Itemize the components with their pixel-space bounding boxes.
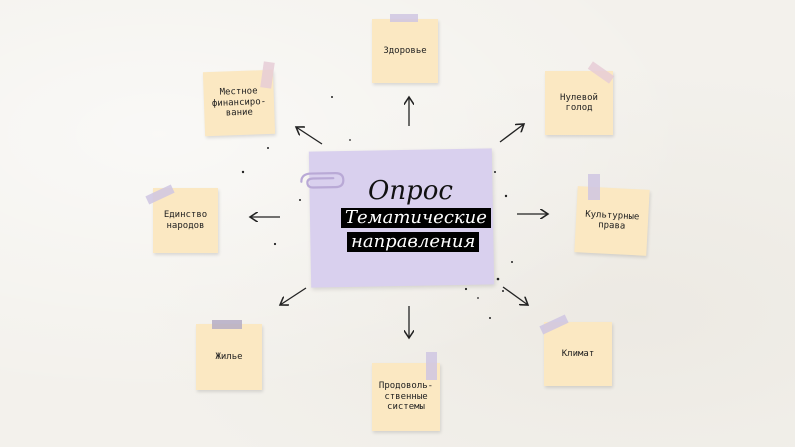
tape-cultural-rights	[588, 174, 600, 200]
tape-health	[390, 14, 418, 22]
survey-title: Опрос	[368, 176, 453, 206]
note-health-label: Здоровье	[383, 45, 427, 56]
note-unity: Единство народов	[153, 188, 218, 253]
subtitle-line-1: Тематические	[341, 208, 491, 228]
subtitle-line-2: направления	[347, 232, 480, 252]
note-climate: Климат	[544, 322, 612, 386]
arrow-climate	[502, 286, 528, 305]
note-cultural-rights-label: Культурные права	[584, 209, 640, 232]
arrow-housing	[280, 287, 307, 305]
note-climate-label: Климат	[561, 348, 595, 359]
arrow-local-finance	[296, 127, 323, 145]
tape-food-systems	[426, 352, 437, 380]
note-health: Здоровье	[372, 19, 438, 83]
note-housing-label: Жилье	[215, 351, 243, 362]
note-cultural-rights: Культурные права	[574, 186, 650, 256]
paperclip-icon	[300, 172, 345, 189]
tape-housing	[212, 320, 242, 329]
note-zero-hunger-label: Нулевой голод	[560, 92, 598, 113]
note-zero-hunger: Нулевой голод	[545, 71, 613, 135]
note-food-systems-label: Продоволь- ственные системы	[378, 381, 434, 413]
note-unity-label: Единство народов	[163, 210, 208, 231]
note-local-finance-label: Местное финансиро- вание	[211, 86, 267, 119]
arrow-zero-hunger	[499, 124, 524, 143]
note-housing: Жилье	[196, 324, 262, 390]
center-card	[300, 148, 495, 288]
